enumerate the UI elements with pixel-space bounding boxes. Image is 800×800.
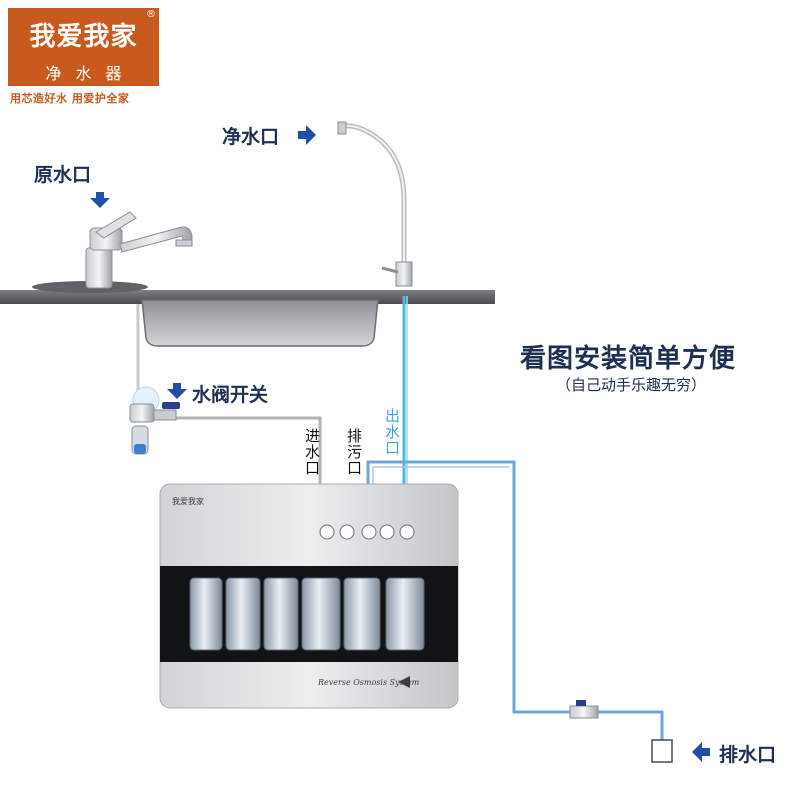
headline-subtitle: （自己动手乐趣无穷） — [556, 376, 707, 394]
control-button-5 — [399, 524, 415, 540]
control-buttons — [319, 524, 415, 540]
purifier-unit — [159, 483, 459, 709]
drain-label: 排水口 — [719, 744, 777, 766]
valve-switch-label: 水阀开关 — [192, 384, 269, 406]
filter-cartridge-6 — [385, 577, 425, 651]
control-button-3 — [361, 524, 377, 540]
valve-switch — [129, 386, 180, 455]
raw-water-label: 原水口 — [34, 164, 92, 186]
arrow-left-icon-drain — [692, 742, 710, 762]
filter-cartridge-2 — [225, 577, 261, 651]
filter-cartridge-3 — [263, 577, 299, 651]
headline-title: 看图安装简单方便 — [520, 344, 737, 374]
filter-cartridges — [189, 577, 425, 651]
arrows — [90, 125, 710, 762]
water-inlet-label: 进水口 — [303, 428, 321, 476]
drain-box — [651, 739, 673, 763]
sink-basin — [141, 299, 379, 347]
unit-brand-label: 我爱我家 — [172, 497, 204, 506]
water-outlet-label: 出水口 — [383, 408, 401, 456]
brand-name: 我爱我家 — [29, 22, 138, 52]
arrow-right-icon-pure-water — [298, 125, 316, 145]
arrow-down-icon-valve — [167, 383, 187, 399]
unit-emblem-icon — [398, 676, 410, 688]
drain-valve — [569, 700, 599, 719]
raw-water-faucet — [85, 211, 193, 289]
brand-logo: 我爱我家 ® 净水器 — [8, 8, 159, 86]
brand-slogan: 用芯造好水 用爱护全家 — [10, 92, 130, 105]
filter-cartridge-1 — [189, 577, 223, 651]
control-button-4 — [379, 524, 395, 540]
arrow-down-icon-raw-water — [90, 192, 110, 208]
pure-water-faucet — [337, 121, 413, 287]
brand-product: 净水器 — [45, 64, 136, 83]
registered-mark: ® — [146, 9, 156, 20]
control-button-2 — [339, 524, 355, 540]
pure-water-label: 净水口 — [222, 126, 280, 148]
filter-cartridge-4 — [301, 577, 341, 651]
filter-cartridge-5 — [343, 577, 381, 651]
control-button-1 — [319, 524, 335, 540]
waste-outlet-label: 排污口 — [345, 428, 363, 476]
unit-system-label: Reverse Osmosis System — [318, 678, 420, 687]
pipes — [136, 296, 664, 742]
